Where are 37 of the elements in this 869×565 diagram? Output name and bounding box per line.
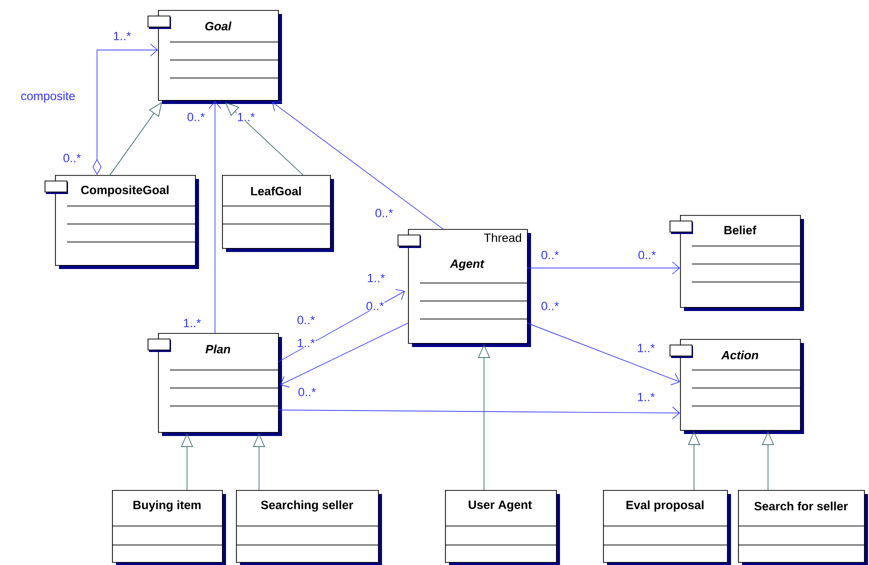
association-arrow — [208, 101, 222, 334]
class-box: CompositeGoal — [44, 175, 199, 269]
class-box: Plan — [148, 333, 282, 436]
association-arrow — [280, 322, 408, 388]
multiplicity-label: 1..* — [112, 31, 132, 41]
multiplicity-label: 0..* — [638, 250, 657, 260]
class-box: Eval proposal — [602, 490, 731, 565]
multiplicity-label: 1..* — [296, 338, 316, 348]
multiplicity-label: 0..* — [540, 250, 560, 260]
association-arrow — [278, 406, 680, 420]
generalization-arrow — [225, 102, 304, 176]
multiplicity-label: 0..* — [186, 112, 206, 122]
multiplicity-label: 0..* — [366, 301, 385, 311]
class-box: Buying item — [112, 490, 226, 565]
class-box: Belief — [670, 215, 804, 311]
multiplicity-label: 1..* — [366, 273, 386, 283]
association-arrow — [278, 289, 405, 362]
multiplicity-label: 0..* — [374, 208, 394, 218]
association-arrow — [526, 322, 680, 386]
multiplicity-label: 0..* — [296, 315, 316, 325]
multiplicity-label: 1..* — [636, 343, 656, 353]
edge-label: composite — [20, 90, 76, 104]
class-box: User Agent — [444, 490, 560, 565]
association-arrow — [526, 262, 680, 274]
class-box: LeafGoal — [222, 175, 334, 252]
multiplicity-label: 1..* — [236, 112, 256, 122]
multiplicity-label: 0..* — [298, 387, 317, 397]
multiplicity-label: 0..* — [62, 153, 82, 163]
class-box: Searching seller — [236, 490, 382, 565]
generalization-arrow — [110, 102, 162, 176]
aggregation-arrow — [92, 44, 158, 175]
class-box: Action — [670, 339, 804, 434]
class-box: Goal — [148, 10, 282, 104]
association-arrow — [272, 101, 444, 230]
class-box: Thread Agent — [398, 229, 531, 347]
class-box: Search for seller — [738, 490, 868, 565]
multiplicity-label: 1..* — [636, 392, 656, 402]
